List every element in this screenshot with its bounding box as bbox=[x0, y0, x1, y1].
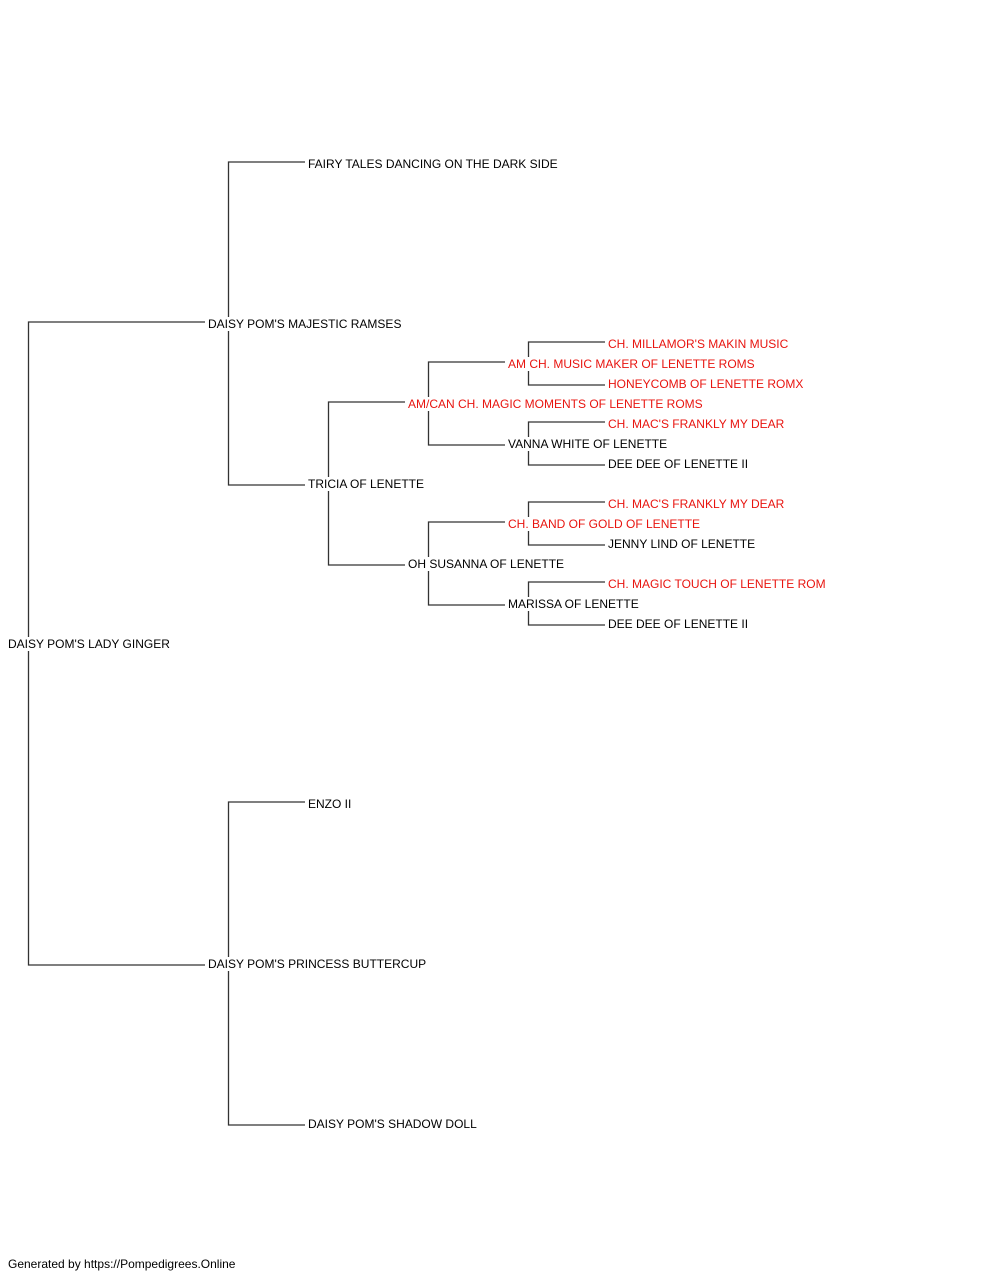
sire-sire-name: FAIRY TALES DANCING ON THE DARK SIDE bbox=[307, 157, 559, 171]
sd-dam-name: OH SUSANNA OF LENETTE bbox=[407, 557, 566, 571]
sdss-dam-name: HONEYCOMB OF LENETTE ROMX bbox=[607, 377, 805, 391]
sd-sire-name: AM/CAN CH. MAGIC MOMENTS OF LENETTE ROMS bbox=[407, 397, 704, 411]
sddd-dam-name: DEE DEE OF LENETTE II bbox=[607, 617, 750, 631]
subject-name: DAISY POM'S LADY GINGER bbox=[7, 637, 171, 651]
dam-sire-name: ENZO II bbox=[307, 797, 353, 811]
sddd-sire-name: CH. MAGIC TOUCH OF LENETTE ROM bbox=[607, 577, 827, 591]
sdsd-sire-name: CH. MAC'S FRANKLY MY DEAR bbox=[607, 417, 786, 431]
sdd-dam-name: MARISSA OF LENETTE bbox=[507, 597, 640, 611]
sdds-dam-name: JENNY LIND OF LENETTE bbox=[607, 537, 757, 551]
sire-name: DAISY POM'S MAJESTIC RAMSES bbox=[207, 317, 403, 331]
sdd-sire-name: CH. BAND OF GOLD OF LENETTE bbox=[507, 517, 702, 531]
sdds-sire-name: CH. MAC'S FRANKLY MY DEAR bbox=[607, 497, 786, 511]
sds-sire-name: AM CH. MUSIC MAKER OF LENETTE ROMS bbox=[507, 357, 756, 371]
sdss-sire-name: CH. MILLAMOR'S MAKIN MUSIC bbox=[607, 337, 790, 351]
footer-credit: Generated by https://Pompedigrees.Online bbox=[8, 1257, 236, 1271]
sds-dam-name: VANNA WHITE OF LENETTE bbox=[507, 437, 669, 451]
sdsd-dam-name: DEE DEE OF LENETTE II bbox=[607, 457, 750, 471]
dam-name: DAISY POM'S PRINCESS BUTTERCUP bbox=[207, 957, 428, 971]
dam-dam-name: DAISY POM'S SHADOW DOLL bbox=[307, 1117, 478, 1131]
sire-dam-name: TRICIA OF LENETTE bbox=[307, 477, 426, 491]
